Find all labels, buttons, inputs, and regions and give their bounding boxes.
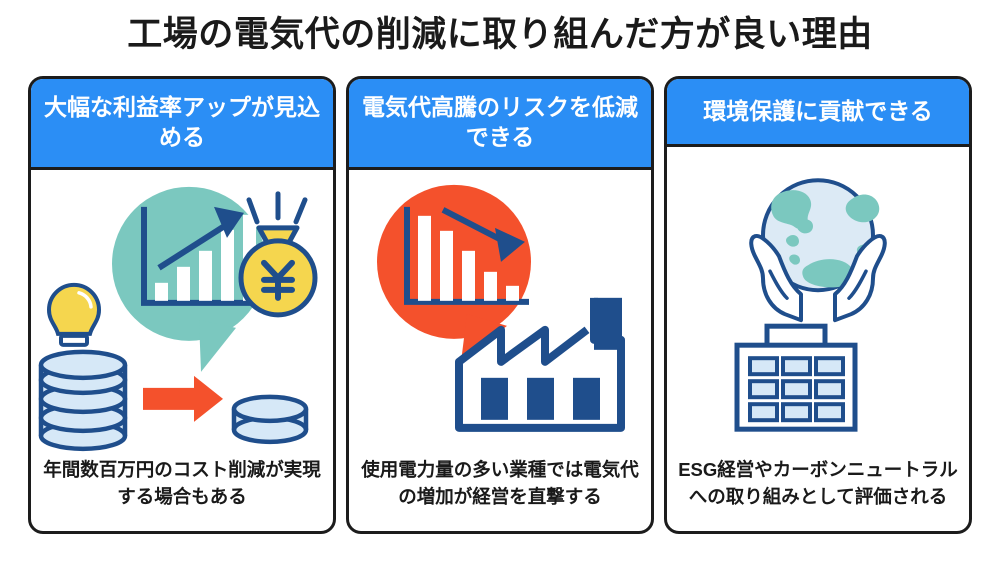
card-environment: 環境保護に貢献できる (664, 76, 972, 534)
card-header-profit: 大幅な利益率アップが見込める (31, 79, 333, 170)
profit-growth-illustration (31, 170, 333, 458)
factory-icon (455, 297, 625, 432)
card-caption-profit: 年間数百万円のコスト削減が実現する場合もある (43, 459, 321, 508)
card-header-risk: 電気代高騰のリスクを低減できる (349, 79, 651, 170)
growth-chart-bubble-icon (112, 186, 266, 372)
card-header-environment: 環境保護に貢献できる (667, 79, 969, 147)
card-caption-risk: 使用電力量の多い業種では電気代の増加が経営を直撃する (361, 459, 639, 508)
lightbulb-icon (46, 282, 102, 347)
red-arrow-icon (143, 375, 223, 422)
card-caption-environment: ESG経営やカーボンニュートラルへの取り組みとして評価される (678, 459, 958, 508)
hands-holding-earth-icon (749, 178, 887, 323)
coin-stack-icon (38, 349, 128, 451)
cost-reduction-illustration (349, 170, 651, 458)
card-profit: 大幅な利益率アップが見込める (28, 76, 336, 534)
money-bag-yen-icon (238, 191, 318, 318)
card-risk: 電気代高騰のリスクを低減できる (346, 76, 654, 534)
office-building-icon (734, 323, 858, 432)
card-list: 大幅な利益率アップが見込める (28, 76, 972, 534)
environment-illustration (667, 147, 969, 457)
small-coin-icon (231, 394, 309, 444)
page-title: 工場の電気代の削減に取り組んだ方が良い理由 (127, 15, 873, 54)
declining-chart-bubble-icon (377, 184, 531, 362)
